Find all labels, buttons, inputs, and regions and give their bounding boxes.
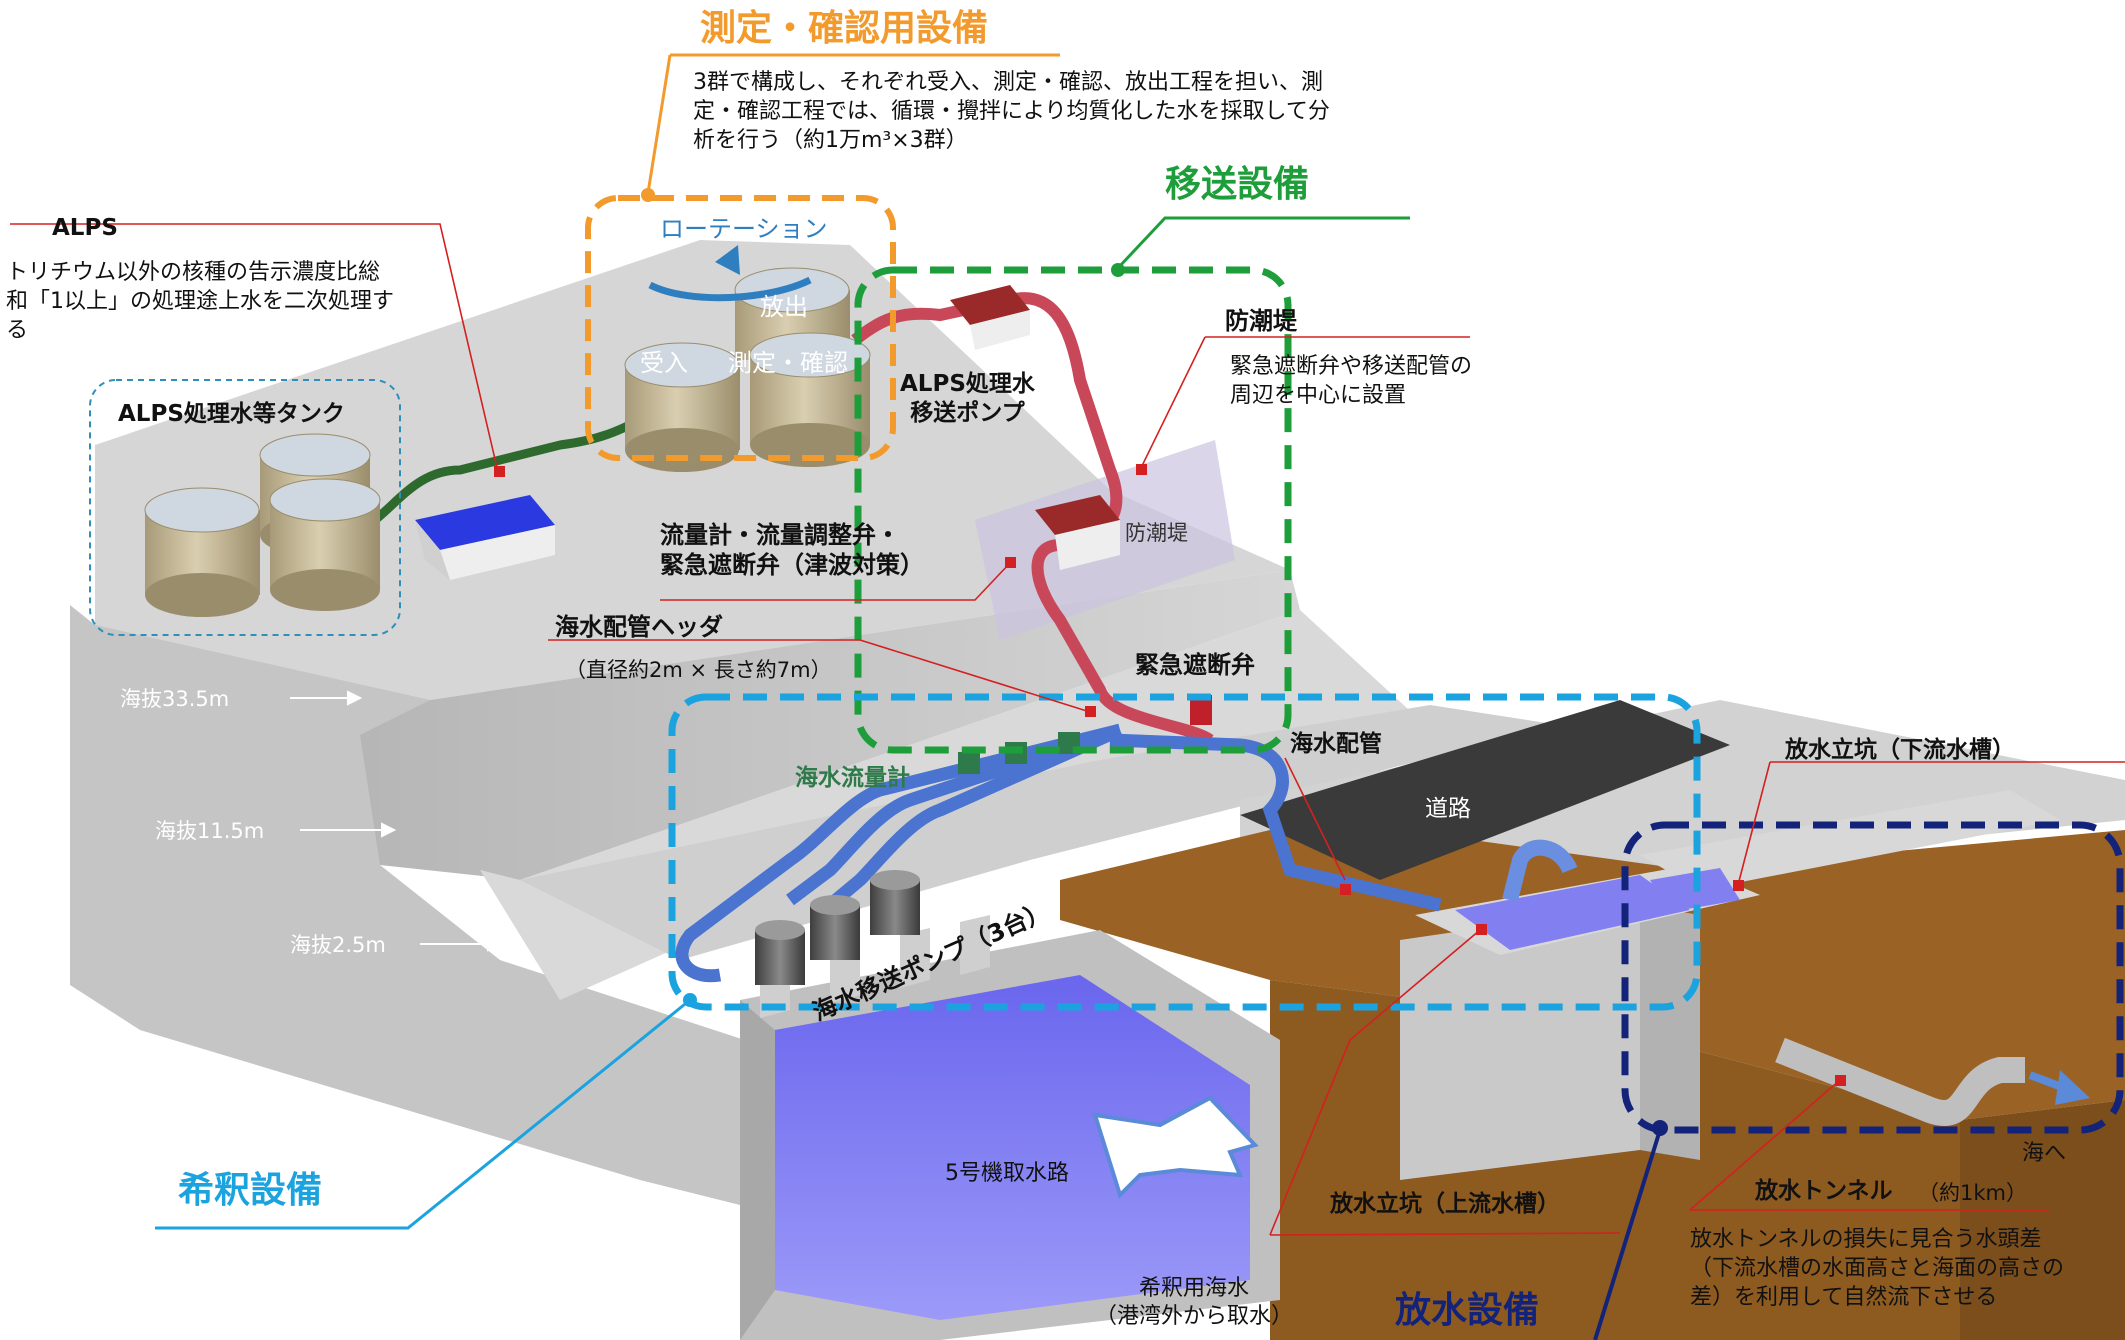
seawater-pipe-label: 海水配管: [1290, 731, 1382, 757]
flow-valve-line-1: 流量計・流量調整弁・: [660, 521, 900, 549]
transfer-pump-line-1: ALPS処理水: [900, 371, 1035, 397]
intake-channel-label: 5号機取水路: [945, 1161, 1069, 1186]
release-label: 放出: [760, 293, 808, 321]
downstream-shaft-label: 放水立坑（下流水槽）: [1785, 737, 2015, 763]
discharge-leader-dot: [1652, 1120, 1668, 1136]
seawater-flowmeter-label: 海水流量計: [795, 765, 910, 791]
measure-desc-line-2: 定・確認工程では、循環・攪拌により均質化した水を採取して分: [693, 99, 1330, 125]
upper-shaft-water: [1455, 875, 1690, 950]
alps-boundary: [89, 379, 401, 636]
discharge-tunnel-length: （約1km）: [1918, 1181, 2027, 1205]
alps-title: ALPS: [52, 215, 118, 241]
seawater-pipes: [675, 723, 1442, 983]
terrain: [70, 240, 2125, 1340]
discharge-tunnel-desc: 放水トンネルの損失に見合う水頭差 （下流水槽の水面高さと海面の高さの 差）を利用…: [1690, 1225, 2064, 1312]
seawall-desc: 緊急遮断弁や移送配管の 周辺を中心に設置: [1230, 352, 1472, 410]
rotation-arrow: [648, 276, 812, 302]
discharge-leader: [1593, 1129, 1662, 1340]
callout-dots: [494, 464, 1846, 1086]
transfer-leader-dot: [1111, 263, 1125, 277]
dilution-boundary: [668, 693, 1701, 1011]
terrace: [520, 705, 1560, 960]
measure-section-desc: 3群で構成し、それぞれ受入、測定・確認、放出工程を担い、測 定・確認工程では、循…: [693, 68, 1330, 155]
alps-pipe: [372, 415, 643, 524]
upper-shaft-block: [1400, 905, 1640, 1180]
shutoff-valve-label: 緊急遮断弁: [1135, 651, 1255, 679]
alps-desc-line-1: トリチウム以外の核種の告示濃度比総: [6, 260, 381, 285]
seawater-header-label: 海水配管ヘッダ: [555, 613, 723, 641]
measure-tanks: [624, 267, 871, 472]
flow-valve-label: 流量計・流量調整弁・ 緊急遮断弁（津波対策）: [660, 520, 924, 580]
flow-valve-line-2: 緊急遮断弁（津波対策）: [660, 551, 924, 579]
measure-boundary: [585, 195, 896, 461]
cliff-face: [70, 605, 760, 1210]
to-sea-arrowhead: [2055, 1070, 2090, 1105]
seawall-desc-line-2: 周辺を中心に設置: [1230, 383, 1407, 409]
seawater-intake-label: 希釈用海水 （港湾外から取水）: [1095, 1275, 1293, 1330]
transfer-pump-label: ALPS処理水 移送ポンプ: [900, 370, 1035, 428]
tunnel-desc-line-1: 放水トンネルの損失に見合う水頭差: [1690, 1227, 2042, 1252]
alps-tanks-label: ALPS処理水等タンク: [118, 401, 345, 427]
intake-water: [775, 975, 1250, 1320]
discharge-boundary: [1621, 821, 2124, 1134]
alps-building: [415, 495, 555, 580]
dilution-leader-dot: [683, 993, 697, 1007]
discharge-tunnel-pipe: [1775, 1037, 2025, 1126]
measure-leader-dot: [641, 188, 655, 202]
road-label: 道路: [1425, 796, 1471, 822]
alps-tanks: [144, 433, 381, 617]
tunnel-desc-line-3: 差）を利用して自然流下させる: [1690, 1285, 1998, 1311]
measure-desc-line-1: 3群で構成し、それぞれ受入、測定・確認、放出工程を担い、測: [693, 70, 1323, 95]
seawater-intake-line-1: 希釈用海水: [1139, 1276, 1250, 1301]
measure-leader: [646, 54, 672, 194]
sea-pumps: [755, 870, 920, 985]
discharge-section-title: 放水設備: [1395, 1290, 1540, 1331]
road: [1240, 700, 1730, 880]
elevation-2m: 海抜2.5m: [290, 933, 386, 957]
measure-desc-line-3: 析を行う（約1万m³×3群）: [693, 128, 968, 154]
elevation-11m: 海抜11.5m: [155, 819, 265, 843]
seawater-intake-line-2: （港湾外から取水）: [1095, 1303, 1294, 1329]
transfer-leader: [1116, 216, 1410, 270]
transfer-pump-line-2: 移送ポンプ: [910, 399, 1025, 426]
valve-building: [1035, 495, 1120, 570]
receive-label: 受入: [640, 349, 688, 377]
callout-leaders: [10, 223, 2125, 1236]
measure-section-title: 測定・確認用設備: [700, 8, 989, 49]
seawater-header-size: （直径約2m × 長さ約7m）: [565, 658, 832, 682]
shutoff-valve: [1190, 695, 1212, 725]
seawall-inline-label: 防潮堤: [1125, 521, 1188, 545]
upstream-shaft-label: 放水立坑（上流水槽）: [1330, 1191, 1560, 1217]
transfer-section-title: 移送設備: [1165, 164, 1310, 205]
elevation-arrows: [290, 690, 503, 952]
intake-front-wall: [740, 1000, 775, 1340]
pump-building: [950, 285, 1030, 350]
discharge-tunnel-label: 放水トンネル: [1755, 1178, 1893, 1204]
seawall-title: 防潮堤: [1225, 307, 1297, 335]
confirm-label: 測定・確認: [728, 349, 848, 377]
seawater-inflow-arrow: [1092, 1095, 1259, 1199]
transfer-boundary: [854, 266, 1292, 754]
rotation-arrowhead: [715, 245, 740, 275]
soil-right: [1960, 1100, 2125, 1340]
rotation-label: ローテーション: [660, 215, 828, 243]
alps-desc-line-2: 和「1以上」の処理途上水を二次処理す: [6, 289, 394, 315]
upper-shaft-block-face: [1640, 905, 1700, 1160]
to-sea-label: 海へ: [2022, 1141, 2067, 1166]
elevation-33m: 海抜33.5m: [120, 687, 230, 711]
tunnel-desc-line-2: （下流水槽の水面高さと海面の高さの: [1690, 1256, 2065, 1282]
shaft-elbow: [1502, 839, 1578, 902]
dilution-leader: [155, 998, 691, 1230]
dilution-section-title: 希釈設備: [178, 1170, 323, 1211]
slope-11m: [360, 570, 1300, 880]
alps-desc-line-3: る: [6, 318, 29, 344]
alps-desc: トリチウム以外の核種の告示濃度比総 和「1以上」の処理途上水を二次処理す る: [6, 258, 394, 345]
seawall-desc-line-1: 緊急遮断弁や移送配管の: [1230, 354, 1473, 379]
lower-shaft-slab: [1640, 790, 2060, 890]
